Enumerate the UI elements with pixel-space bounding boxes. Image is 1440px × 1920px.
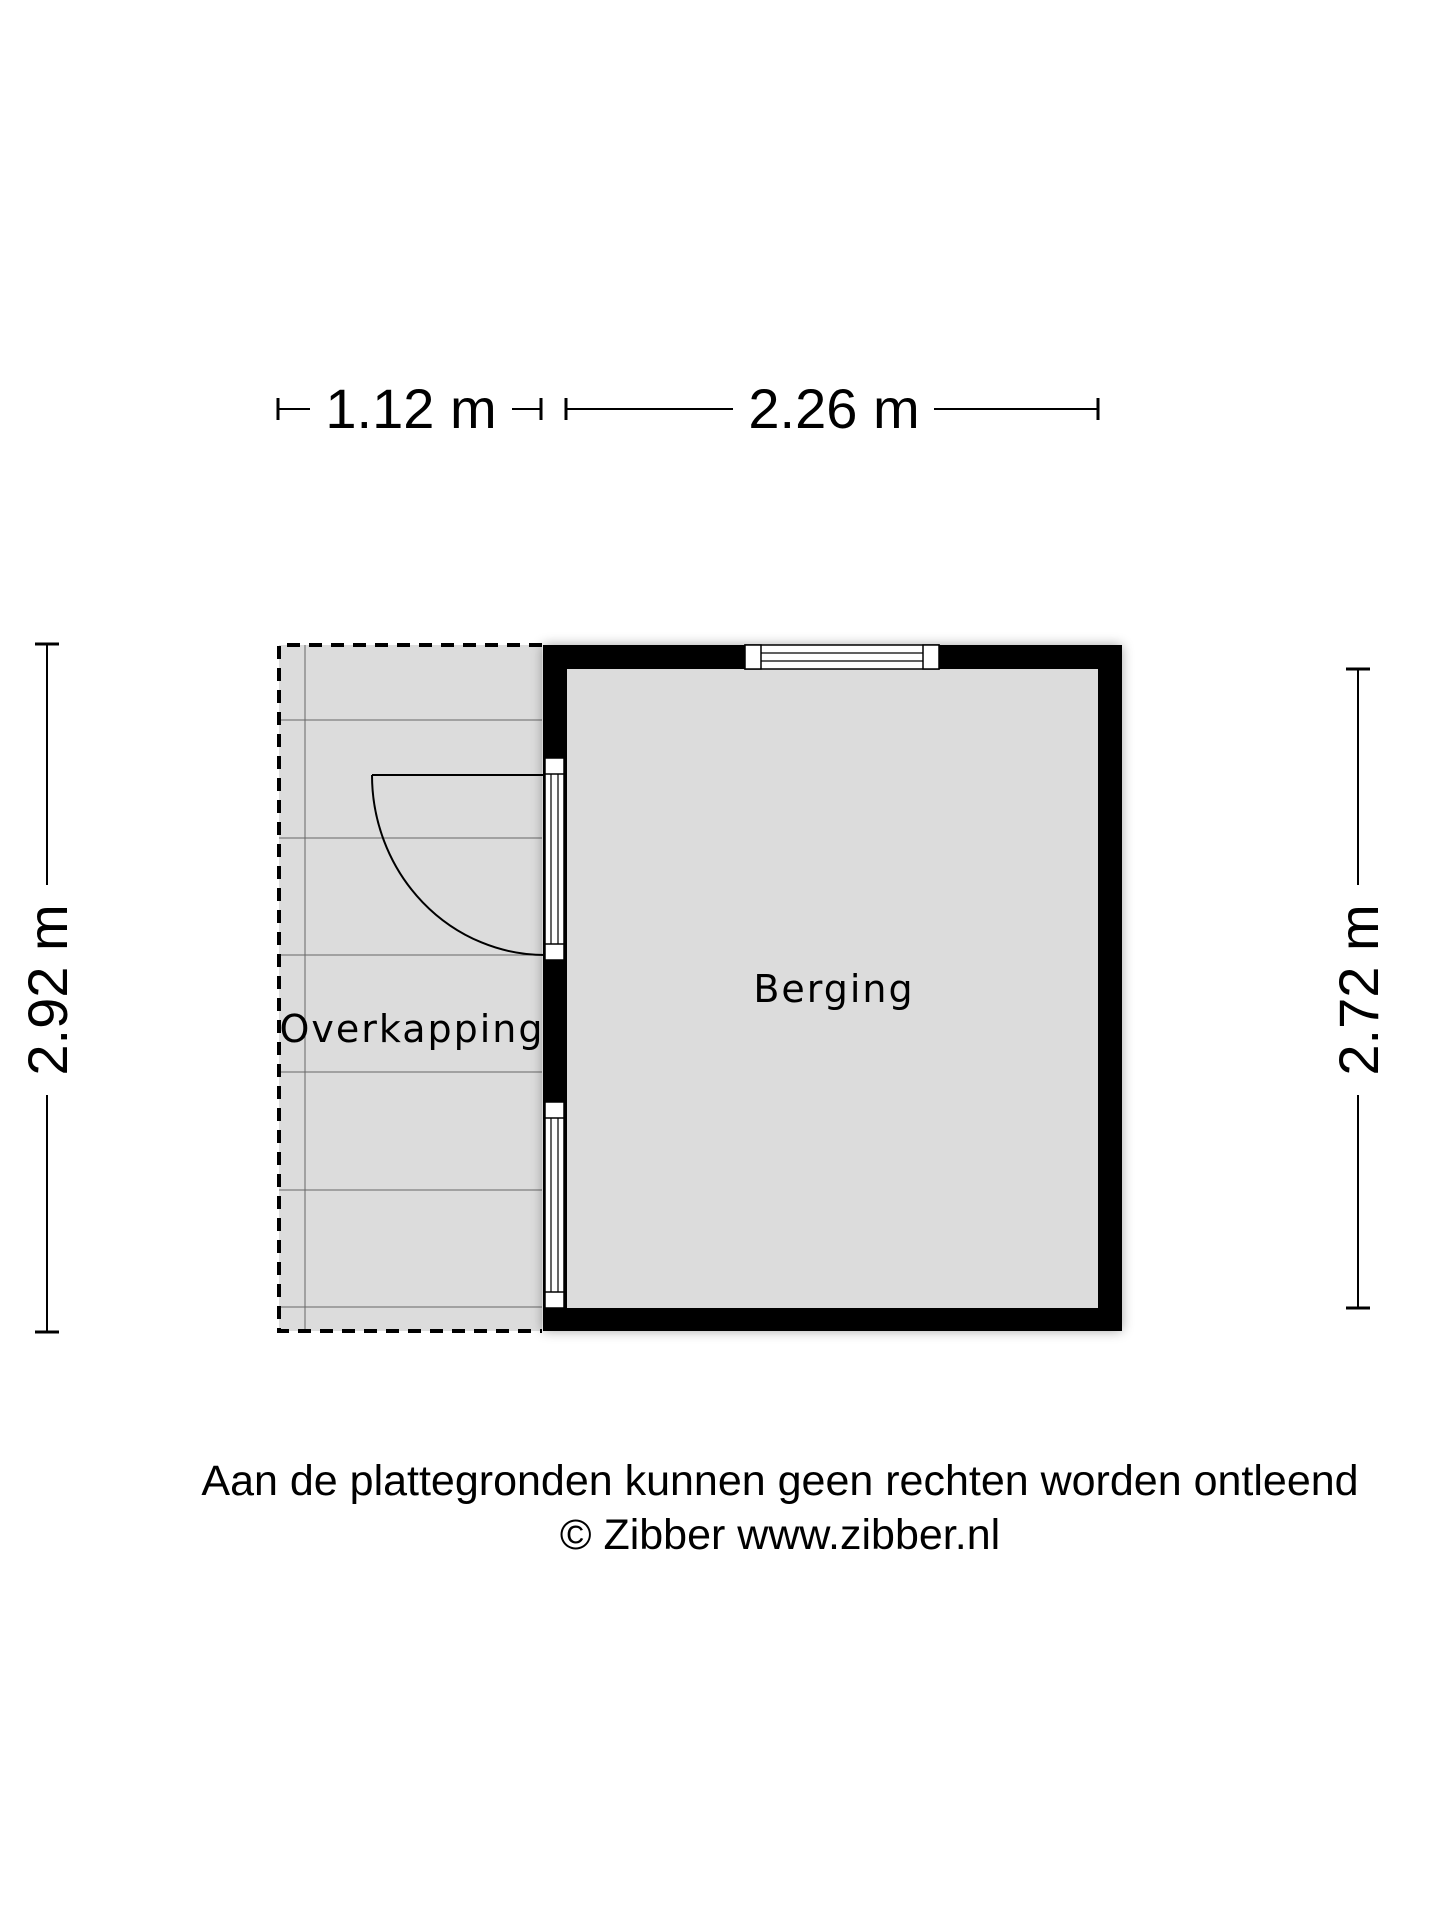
dimension-label-berging-width: 2.26 m: [748, 377, 919, 440]
overkapping-area: [277, 643, 542, 1333]
berging-room: [543, 645, 1122, 1331]
dimension-label-berging-height: 2.72 m: [1327, 904, 1390, 1075]
disclaimer-text: Aan de plattegronden kunnen geen rechten…: [201, 1457, 1359, 1505]
window-left-lower: [544, 1101, 565, 1309]
room-label-overkapping: Overkapping: [279, 1007, 544, 1051]
door-opening: [544, 757, 565, 961]
dimension-berging-height: 2.72 m: [1327, 667, 1390, 1310]
window-top: [744, 644, 940, 670]
dimension-label-overkapping-width: 1.12 m: [325, 377, 496, 440]
credit-text: © Zibber www.zibber.nl: [559, 1511, 1001, 1559]
room-label-berging: Berging: [753, 967, 914, 1011]
dimension-berging-width: 2.26 m: [564, 377, 1100, 440]
door-swing: [371, 774, 546, 956]
dimension-label-overall-height: 2.92 m: [16, 904, 79, 1075]
dimension-overkapping-width: 1.12 m: [276, 377, 543, 440]
dimension-overall-height: 2.92 m: [16, 642, 79, 1334]
